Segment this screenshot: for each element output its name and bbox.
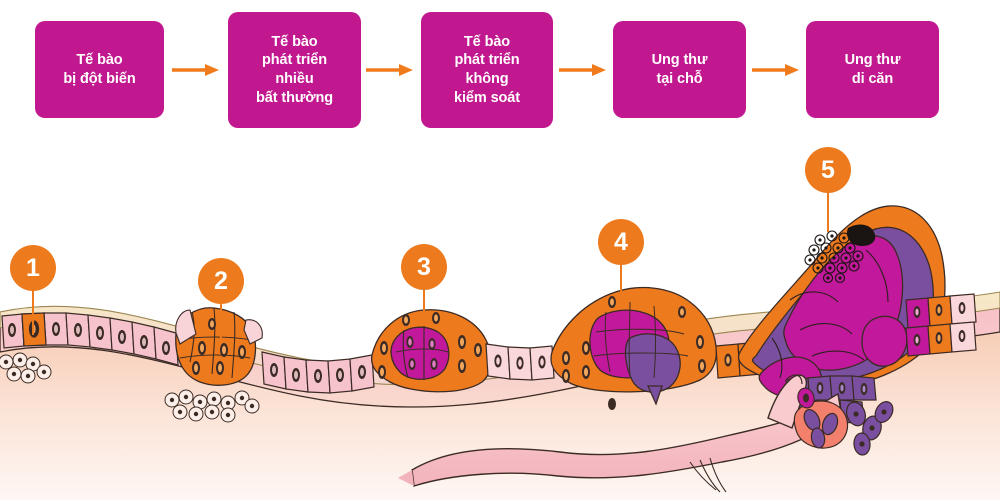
epithelium-right bbox=[905, 293, 977, 357]
dysplasia-stage3 bbox=[370, 309, 492, 393]
callout-line-4 bbox=[620, 242, 622, 297]
flow-box-cancer-in-situ[interactable]: Ung thư tại chỗ bbox=[613, 21, 746, 118]
stromal-cell-cluster-left bbox=[0, 352, 52, 384]
normal-epithelium-left bbox=[1, 312, 375, 394]
flow-box-mutated-cell[interactable]: Tế bào bị đột biến bbox=[35, 21, 164, 118]
intravasating-tumour-cells bbox=[793, 387, 894, 456]
flow-arrow-2 bbox=[366, 64, 413, 76]
flow-arrow-1 bbox=[172, 64, 219, 76]
flow-arrow-3 bbox=[559, 64, 606, 76]
normal-epithelium-mid bbox=[485, 343, 555, 381]
stage-marker-3[interactable]: 3 bbox=[401, 244, 447, 290]
mutated-cell-stage1 bbox=[21, 312, 47, 347]
stage-marker-5[interactable]: 5 bbox=[805, 147, 851, 193]
stromal-dot-right bbox=[608, 398, 616, 410]
stage-marker-4[interactable]: 4 bbox=[598, 219, 644, 265]
stromal-cell-cluster-mid bbox=[164, 389, 260, 423]
stage-marker-2[interactable]: 2 bbox=[198, 258, 244, 304]
callout-line-3 bbox=[423, 267, 425, 325]
hyperplasia-stage2 bbox=[175, 307, 263, 386]
stage-marker-1[interactable]: 1 bbox=[10, 245, 56, 291]
flow-box-uncontrolled-growth[interactable]: Tế bào phát triển không kiểm soát bbox=[421, 12, 553, 128]
callout-line-1 bbox=[32, 268, 34, 335]
flow-arrow-4 bbox=[752, 64, 799, 76]
carcinoma-in-situ-stage4 bbox=[550, 286, 718, 406]
invasive-carcinoma-stage5 bbox=[737, 205, 946, 425]
callout-line-2 bbox=[220, 281, 222, 342]
callout-line-5 bbox=[827, 170, 829, 232]
flow-box-metastatic-cancer[interactable]: Ung thư di căn bbox=[806, 21, 939, 118]
flow-box-abnormal-growth[interactable]: Tế bào phát triển nhiều bất thường bbox=[228, 12, 361, 128]
